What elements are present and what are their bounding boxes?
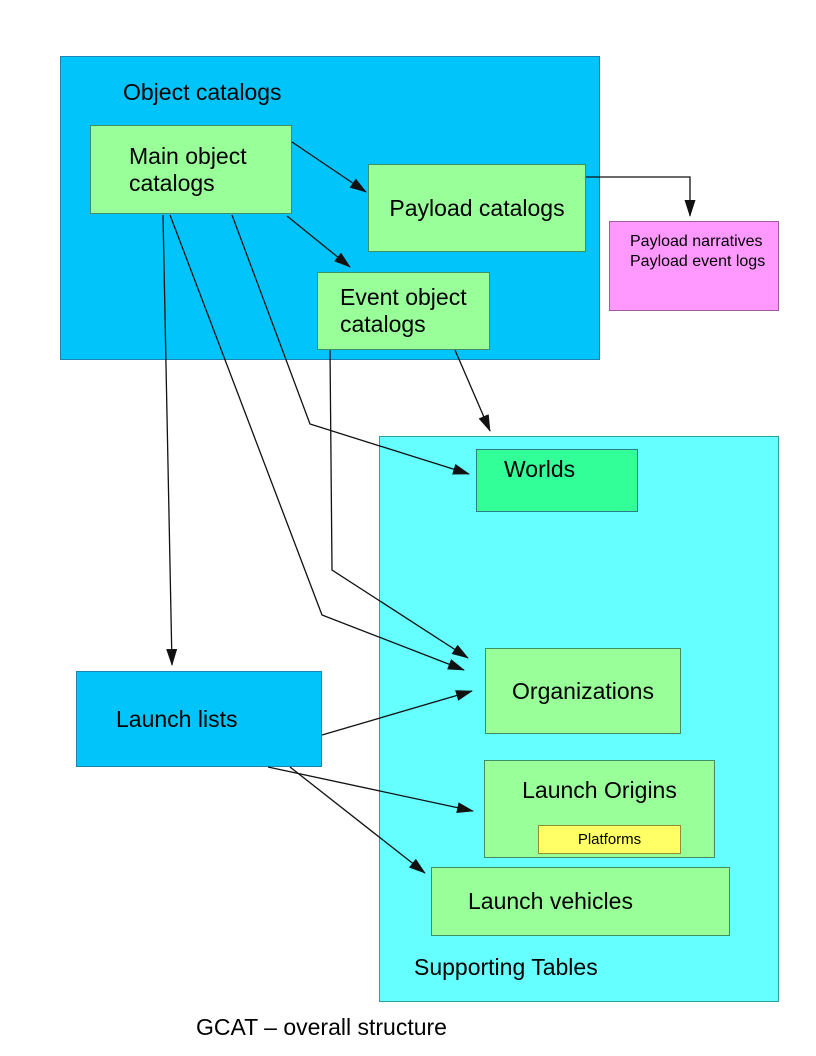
edge-payload-to-narratives [586, 176, 696, 217]
node-main-object-catalogs-line2: catalogs [129, 169, 215, 196]
node-platforms: Platforms [538, 825, 681, 854]
node-event-object-catalogs: Event object catalogs [317, 272, 490, 350]
node-payload-narratives-line1: Payload narratives [630, 233, 763, 250]
node-payload-catalogs: Payload catalogs [368, 164, 586, 252]
node-launch-vehicles: Launch vehicles [431, 867, 730, 936]
node-launch-lists-label: Launch lists [116, 705, 238, 732]
node-main-object-catalogs-line1: Main object [129, 142, 247, 169]
node-launch-lists: Launch lists [76, 671, 322, 767]
node-main-object-catalogs: Main object catalogs [90, 125, 292, 214]
group-supporting-tables-label: Supporting Tables [414, 954, 598, 980]
node-launch-origins-label: Launch Origins [522, 777, 677, 803]
node-launch-vehicles-label: Launch vehicles [468, 888, 633, 914]
node-payload-catalogs-label: Payload catalogs [389, 194, 565, 221]
node-payload-narratives: Payload narratives Payload event logs [609, 221, 779, 311]
node-organizations: Organizations [485, 648, 681, 734]
node-worlds: Worlds [476, 449, 638, 512]
node-organizations-label: Organizations [512, 677, 654, 704]
node-event-object-catalogs-line2: catalogs [340, 311, 426, 337]
node-worlds-label: Worlds [504, 456, 576, 482]
diagram-title: GCAT – overall structure [196, 1014, 447, 1040]
node-platforms-label: Platforms [577, 831, 642, 848]
group-object-catalogs-label: Object catalogs [123, 79, 282, 105]
node-payload-narratives-line2: Payload event logs [630, 253, 766, 270]
node-event-object-catalogs-line1: Event object [340, 284, 467, 310]
edge-event-to-worlds [454, 349, 491, 432]
